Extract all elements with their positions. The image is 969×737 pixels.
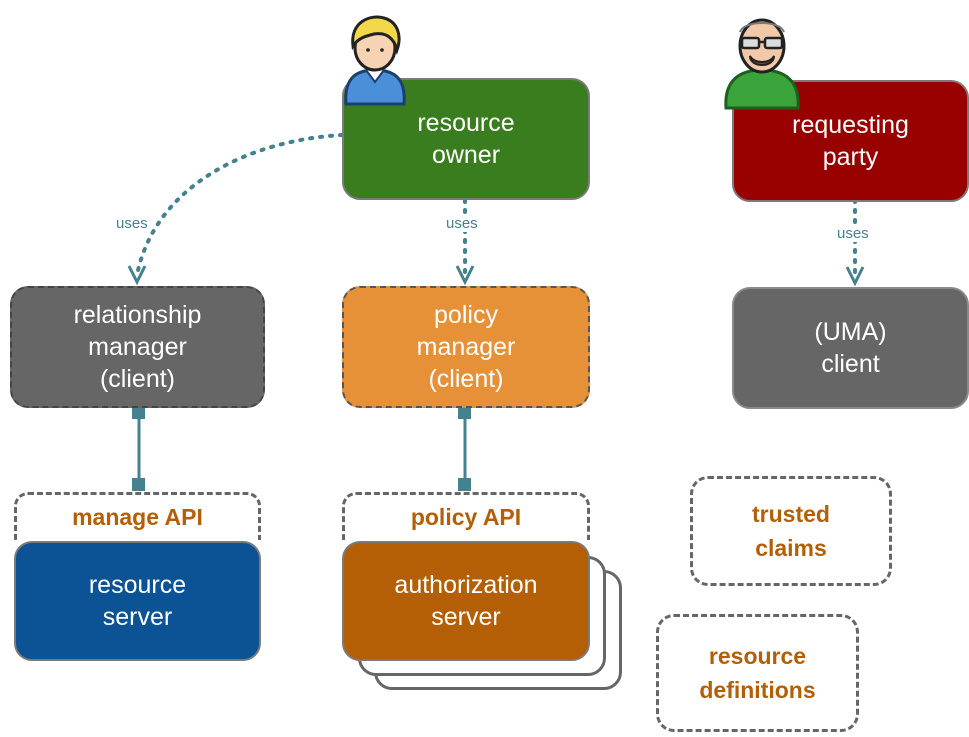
uses-label-relationship: uses [115, 215, 149, 232]
arrowhead-relationship-manager [127, 265, 147, 286]
link-end-top-2 [458, 406, 471, 419]
link-end-bottom-1 [132, 478, 145, 491]
relationship-manager-node[interactable]: relationship manager (client) [10, 286, 265, 408]
trusted-claims-label: trusted claims [752, 501, 830, 561]
resource-owner-avatar-icon [344, 15, 406, 106]
resource-owner-label: resource owner [417, 109, 515, 169]
trusted-claims-note[interactable]: trusted claims [690, 476, 892, 586]
uses-arrow-owner-to-relationship-manager [135, 133, 344, 277]
resource-server-label: resource server [88, 571, 187, 631]
resource-definitions-note[interactable]: resource definitions [656, 614, 859, 732]
manage-api-label: manage API [72, 504, 203, 530]
uma-client-node[interactable]: (UMA) client [732, 287, 969, 409]
authorization-server-label: authorization server [394, 571, 538, 631]
requesting-party-label: requesting party [792, 111, 909, 171]
uses-label-policy: uses [445, 215, 479, 232]
policy-manager-node[interactable]: policy manager (client) [342, 286, 590, 408]
arrowhead-policy-manager [455, 265, 475, 286]
link-end-bottom-2 [458, 478, 471, 491]
relationship-manager-label: relationship manager (client) [73, 301, 202, 393]
policy-manager-label: policy manager (client) [416, 301, 516, 393]
manage-api-tab[interactable]: manage API [14, 492, 261, 540]
policy-api-label: policy API [410, 504, 522, 530]
policy-api-tab[interactable]: policy API [342, 492, 590, 540]
arrowhead-uma-client [845, 266, 865, 287]
uses-label-uma: uses [836, 225, 870, 242]
resource-server-node[interactable]: resource server [14, 541, 261, 661]
uma-client-label: (UMA) client [814, 318, 887, 378]
resource-definitions-label: resource definitions [699, 643, 816, 703]
requesting-party-avatar-icon [724, 18, 800, 110]
link-end-top-1 [132, 406, 145, 419]
authorization-server-node[interactable]: authorization server [342, 541, 590, 661]
